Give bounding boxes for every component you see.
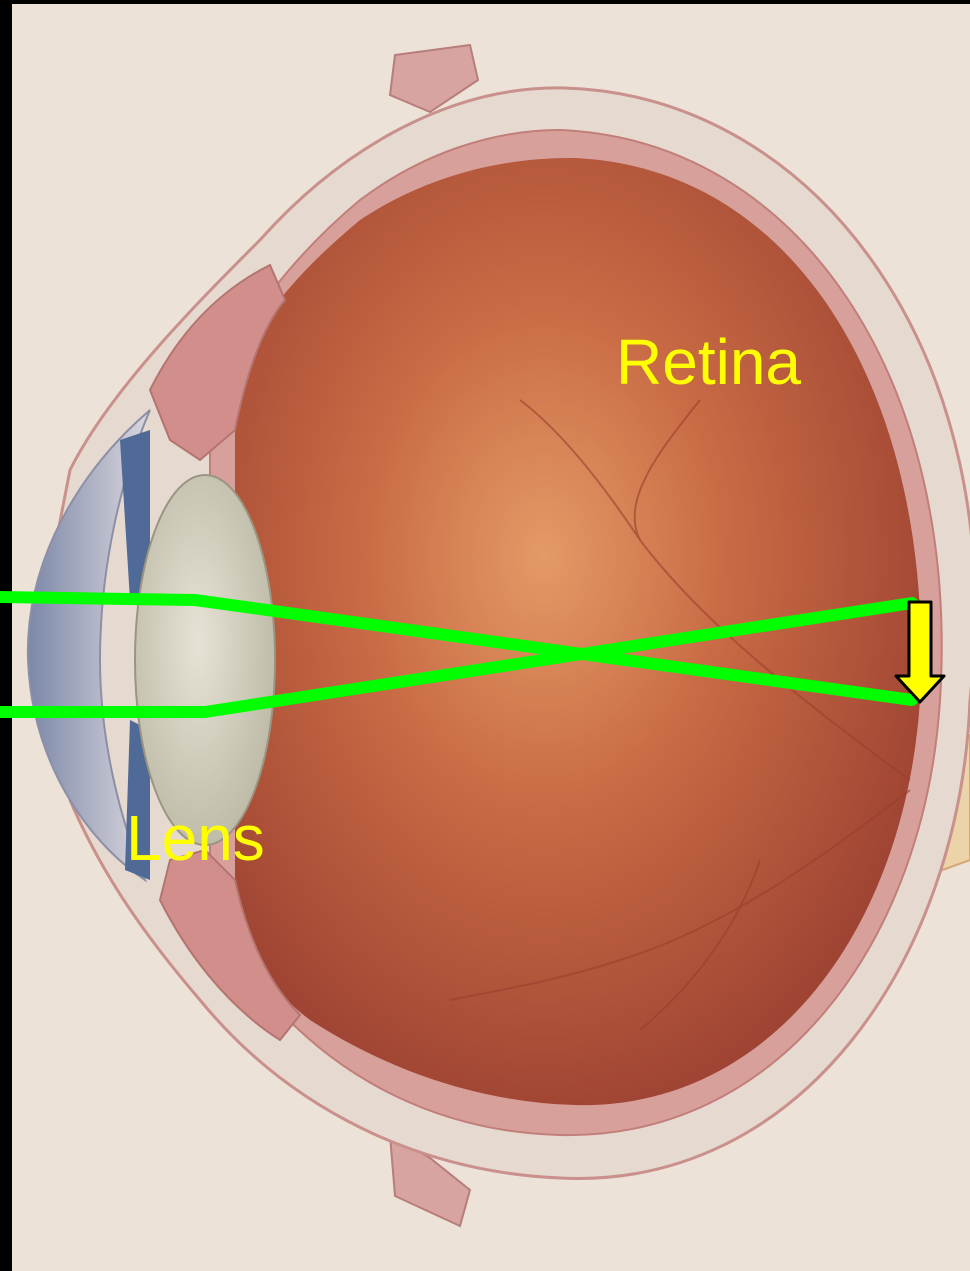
retina-label: Retina (616, 330, 801, 394)
vitreous-body (235, 158, 921, 1105)
lens-body (135, 475, 275, 845)
lens-label: Lens (126, 806, 265, 870)
